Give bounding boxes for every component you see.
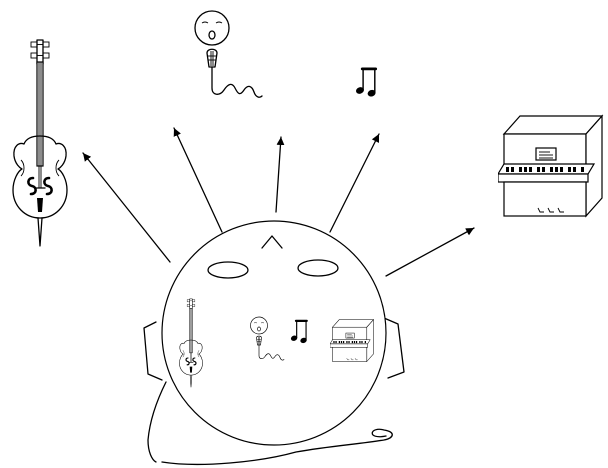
mini-piano-icon — [330, 319, 374, 362]
cello-icon — [11, 38, 69, 248]
singer-icon — [194, 10, 263, 98]
piano-icon — [498, 115, 603, 217]
music-note-icon — [355, 67, 378, 98]
head-icon — [143, 220, 405, 466]
arrows — [82, 127, 475, 277]
